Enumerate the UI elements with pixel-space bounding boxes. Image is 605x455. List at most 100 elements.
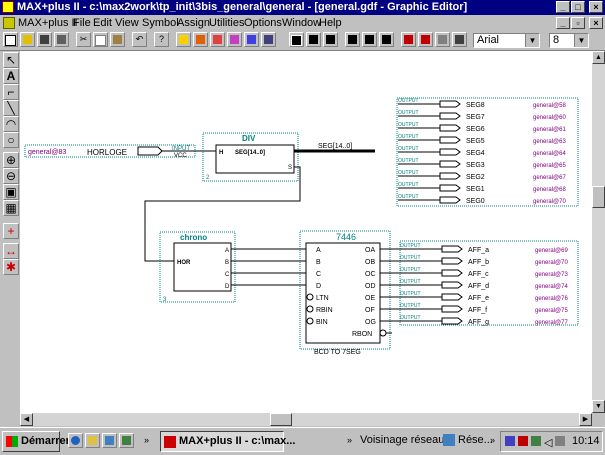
vertical-scrollbar[interactable]: ▲ ▼ bbox=[592, 51, 605, 413]
pointer-tool-icon[interactable]: ↖ bbox=[3, 52, 19, 68]
menu-assign[interactable]: Assign bbox=[177, 17, 211, 29]
minimize-button[interactable]: _ bbox=[556, 1, 570, 13]
schematic-canvas[interactable]: general@83 HORLOGE INPUT VCC DIV H SEG[1… bbox=[20, 51, 592, 413]
chrono-block[interactable] bbox=[173, 242, 232, 292]
compiler-icon[interactable] bbox=[244, 32, 259, 47]
maximize-button[interactable]: □ bbox=[571, 1, 585, 13]
doc-minimize-button[interactable]: _ bbox=[556, 17, 570, 29]
output-pin-shape[interactable] bbox=[441, 293, 463, 301]
copy-icon[interactable] bbox=[93, 32, 108, 47]
doc-icon[interactable] bbox=[3, 17, 15, 29]
zoom-area-icon[interactable]: ▦ bbox=[3, 200, 19, 216]
programmer-icon[interactable] bbox=[306, 32, 321, 47]
doc-close-button[interactable]: × bbox=[589, 17, 603, 29]
output-pin-shape[interactable] bbox=[441, 245, 463, 253]
disconnect-tool-icon[interactable]: ✱ bbox=[3, 259, 19, 275]
chevron-down-icon[interactable]: ▼ bbox=[525, 34, 539, 47]
vertical-scroll-thumb[interactable] bbox=[592, 186, 605, 208]
tray-monitor-icon[interactable] bbox=[531, 436, 541, 446]
cut-icon[interactable]: ✂ bbox=[76, 32, 91, 47]
bcd-block[interactable] bbox=[305, 242, 381, 344]
tray-app-icon[interactable] bbox=[505, 436, 515, 446]
menu-edit[interactable]: Edit bbox=[93, 17, 112, 29]
orthogonal-line-tool-icon[interactable]: ⌐ bbox=[3, 84, 19, 100]
output-pin-shape[interactable] bbox=[439, 100, 461, 108]
scroll-down-icon[interactable]: ▼ bbox=[592, 400, 605, 413]
save-compile-icon[interactable] bbox=[345, 32, 360, 47]
save-check-icon[interactable] bbox=[323, 32, 338, 47]
outlook-icon[interactable] bbox=[85, 433, 100, 448]
output-pin-shape[interactable] bbox=[439, 112, 461, 120]
project-icon[interactable] bbox=[379, 32, 394, 47]
output-pin-shape[interactable] bbox=[441, 317, 463, 325]
save-icon[interactable] bbox=[37, 32, 52, 47]
desktop-icon[interactable] bbox=[102, 433, 117, 448]
new-icon[interactable] bbox=[3, 32, 18, 47]
horizontal-scroll-thumb[interactable] bbox=[270, 413, 292, 426]
start-button[interactable]: Démarrer bbox=[2, 431, 70, 452]
font-size-select[interactable]: 8 ▼ bbox=[549, 33, 589, 48]
output-pin-shape[interactable] bbox=[439, 172, 461, 180]
menu-file[interactable]: File bbox=[73, 17, 91, 29]
menu-utilities[interactable]: Utilities bbox=[209, 17, 245, 29]
text-tool-icon[interactable]: A bbox=[3, 68, 19, 84]
network-neighborhood-label[interactable]: Voisinage réseau bbox=[360, 434, 445, 446]
output-pin-shape[interactable] bbox=[441, 305, 463, 313]
channels-icon[interactable] bbox=[119, 433, 134, 448]
assign-device-icon[interactable] bbox=[401, 32, 416, 47]
zoom-out-icon[interactable]: ⊖ bbox=[3, 168, 19, 184]
fit-in-window-icon[interactable]: ▣ bbox=[3, 184, 19, 200]
arc-tool-icon[interactable]: ◠ bbox=[3, 116, 19, 132]
hierarchy-display-icon[interactable] bbox=[210, 32, 225, 47]
scroll-up-icon[interactable]: ▲ bbox=[592, 51, 605, 64]
zoom-in-icon[interactable]: ⊕ bbox=[3, 152, 19, 168]
assign-logic-icon[interactable] bbox=[435, 32, 450, 47]
help-pointer-icon[interactable]: ? bbox=[154, 32, 169, 47]
menu-window[interactable]: Window bbox=[282, 17, 322, 29]
output-pin-shape[interactable] bbox=[441, 257, 463, 265]
open-icon[interactable] bbox=[20, 32, 35, 47]
timing-icon[interactable] bbox=[289, 32, 304, 47]
doc-restore-button[interactable]: ▫ bbox=[571, 17, 585, 29]
clock[interactable]: 10:14 bbox=[572, 435, 600, 447]
paste-icon[interactable] bbox=[110, 32, 125, 47]
font-select[interactable]: Arial ▼ bbox=[473, 33, 540, 48]
hierarchy-down-icon[interactable] bbox=[193, 32, 208, 47]
simulator-icon[interactable] bbox=[261, 32, 276, 47]
scroll-right-icon[interactable]: ▶ bbox=[579, 413, 592, 426]
network-icon[interactable] bbox=[443, 434, 455, 446]
output-pin-shape[interactable] bbox=[441, 269, 463, 277]
save-simulate-icon[interactable] bbox=[362, 32, 377, 47]
undo-icon[interactable]: ↶ bbox=[132, 32, 147, 47]
print-icon[interactable] bbox=[54, 32, 69, 47]
chevron-down-icon[interactable]: ▼ bbox=[574, 34, 588, 47]
close-button[interactable]: × bbox=[589, 1, 603, 13]
horizontal-scrollbar[interactable]: ◀ ▶ bbox=[20, 413, 592, 426]
output-pin-shape[interactable] bbox=[439, 184, 461, 192]
more-chevron-icon[interactable]: » bbox=[347, 435, 353, 445]
network-short-label[interactable]: Rése... bbox=[458, 434, 493, 446]
output-pin-shape[interactable] bbox=[439, 148, 461, 156]
output-pin-shape[interactable] bbox=[439, 196, 461, 204]
output-pin-shape[interactable] bbox=[439, 136, 461, 144]
hierarchy-up-icon[interactable] bbox=[176, 32, 191, 47]
menu-options[interactable]: Options bbox=[244, 17, 282, 29]
volume-icon[interactable]: ◁ bbox=[544, 437, 553, 449]
scroll-left-icon[interactable]: ◀ bbox=[20, 413, 33, 426]
assign-pin-icon[interactable] bbox=[418, 32, 433, 47]
div-block[interactable] bbox=[215, 144, 295, 174]
